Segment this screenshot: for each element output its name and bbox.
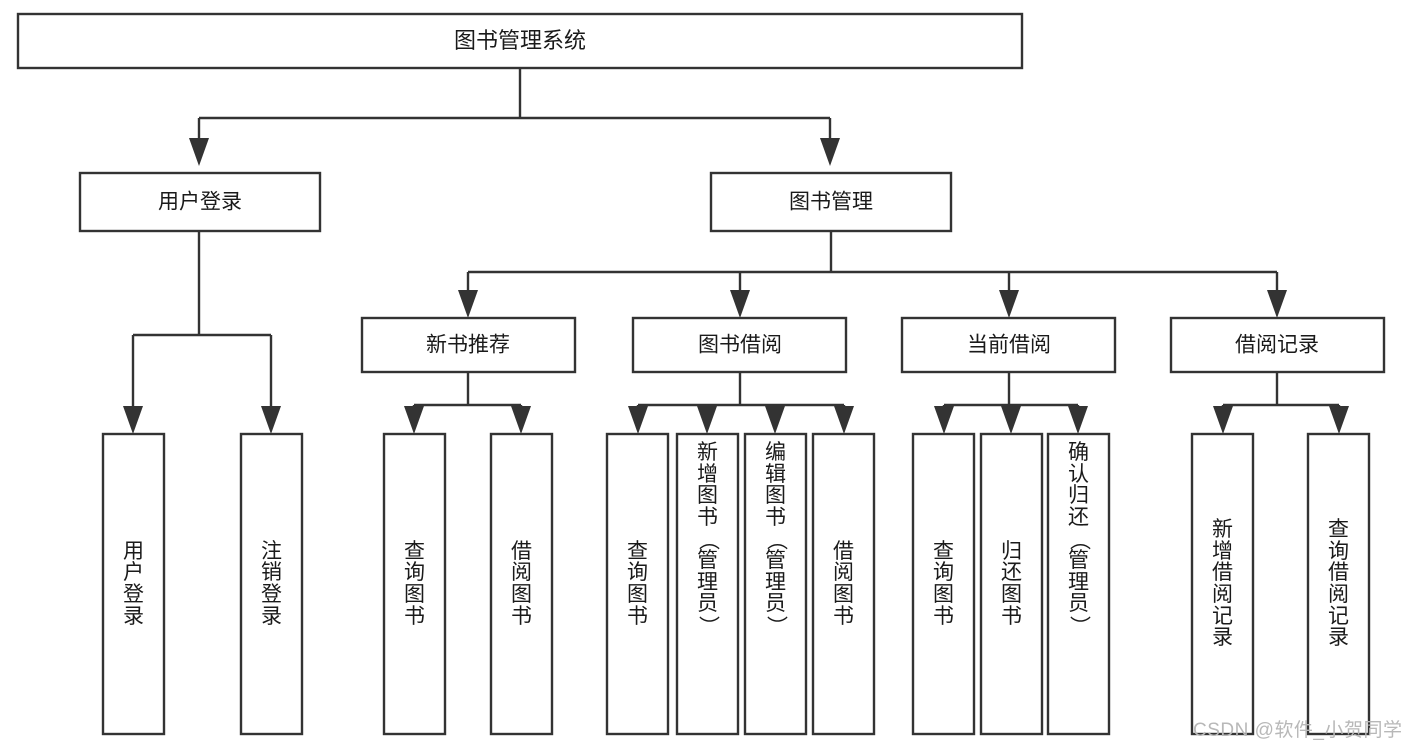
- node-book-management-label: 图书管理: [789, 191, 873, 214]
- arrow-head-records-2: [1329, 406, 1349, 434]
- leaf-box-edit-book[interactable]: [743, 432, 808, 736]
- node-current-borrow-box[interactable]: [900, 316, 1117, 374]
- leaf-box-borrow-book-1[interactable]: [489, 432, 554, 736]
- arrow-head-level3-2: [730, 290, 750, 318]
- leaf-box-borrow-book-2[interactable]: [811, 432, 876, 736]
- arrow-head-user-login-2: [261, 406, 281, 434]
- node-root-label: 图书管理系统: [454, 28, 586, 53]
- node-borrow-records-box[interactable]: [1169, 316, 1386, 374]
- leaf-box-query-book-3[interactable]: [911, 432, 976, 736]
- arrow-head-borrow-1: [628, 406, 648, 434]
- arrow-head-level2-1: [189, 138, 209, 166]
- arrow-head-current-3: [1068, 406, 1088, 434]
- node-book-borrow-label: 图书借阅: [698, 334, 782, 357]
- node-user-login-label: 用户登录: [158, 191, 242, 214]
- arrow-head-level3-4: [1267, 290, 1287, 318]
- arrow-head-level3-3: [999, 290, 1019, 318]
- node-root[interactable]: 图书管理系统: [16, 12, 1024, 70]
- node-current-borrow[interactable]: 当前借阅: [900, 316, 1117, 374]
- arrow-head-recommend-1: [404, 406, 424, 434]
- node-borrow-records[interactable]: 借阅记录: [1169, 316, 1386, 374]
- arrow-head-borrow-4: [834, 406, 854, 434]
- leaf-box-add-book[interactable]: [675, 432, 740, 736]
- leaf-box-return-book[interactable]: [979, 432, 1044, 736]
- arrow-head-level2-2: [820, 138, 840, 166]
- node-book-management[interactable]: 图书管理: [709, 171, 953, 233]
- node-book-borrow[interactable]: 图书借阅: [631, 316, 848, 374]
- arrow-head-level3-1: [458, 290, 478, 318]
- node-new-book-recommend-box[interactable]: [360, 316, 577, 374]
- leaf-box-user-login[interactable]: [101, 432, 166, 736]
- node-new-book-recommend-label: 新书推荐: [426, 334, 510, 357]
- arrow-head-user-login-1: [123, 406, 143, 434]
- arrow-head-borrow-3: [765, 406, 785, 434]
- arrow-head-recommend-2: [511, 406, 531, 434]
- leaf-box-query-book-2[interactable]: [605, 432, 670, 736]
- arrow-head-current-1: [934, 406, 954, 434]
- leaf-box-query-book-1[interactable]: [382, 432, 447, 736]
- node-book-borrow-box[interactable]: [631, 316, 848, 374]
- arrow-head-borrow-2: [697, 406, 717, 434]
- leaf-box-query-record[interactable]: [1306, 432, 1371, 736]
- node-root-box[interactable]: [16, 12, 1024, 70]
- arrow-head-current-2: [1001, 406, 1021, 434]
- csdn-watermark: CSDN @软件_小贺同学: [1193, 720, 1403, 741]
- node-borrow-records-label: 借阅记录: [1235, 334, 1319, 357]
- node-current-borrow-label: 当前借阅: [967, 334, 1051, 357]
- node-book-management-box[interactable]: [709, 171, 953, 233]
- leaf-box-logout[interactable]: [239, 432, 304, 736]
- leaf-box-confirm-return[interactable]: [1046, 432, 1111, 736]
- arrow-head-records-1: [1213, 406, 1233, 434]
- leaf-box-add-record[interactable]: [1190, 432, 1255, 736]
- node-new-book-recommend[interactable]: 新书推荐: [360, 316, 577, 374]
- node-user-login[interactable]: 用户登录: [78, 171, 322, 233]
